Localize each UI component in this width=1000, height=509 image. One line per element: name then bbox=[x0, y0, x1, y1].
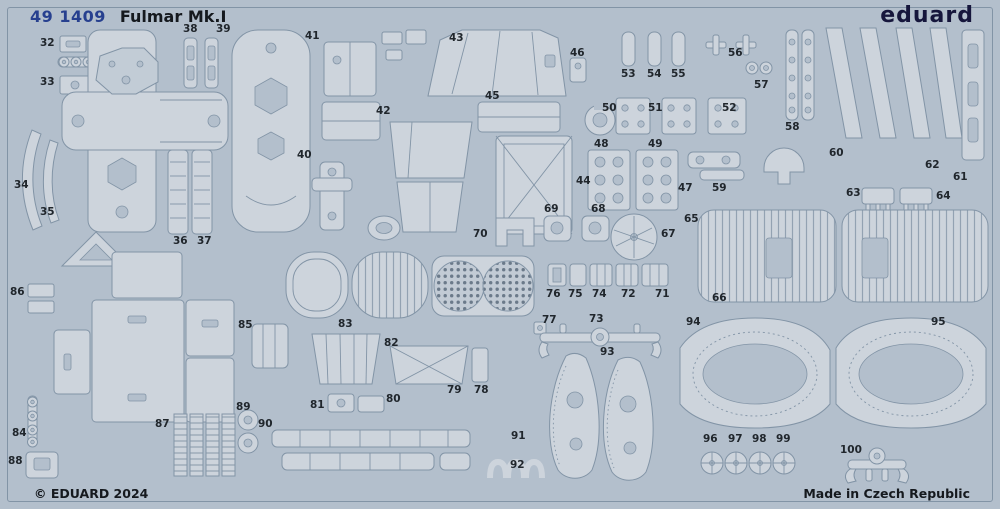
part-number-57: 57 bbox=[754, 79, 769, 91]
part-number-81: 81 bbox=[310, 399, 325, 411]
product-title: Fulmar Mk.I bbox=[119, 7, 227, 26]
part-number-78: 78 bbox=[474, 384, 489, 396]
part-number-84: 84 bbox=[12, 427, 27, 439]
part-number-76: 76 bbox=[546, 288, 561, 300]
part-number-99: 99 bbox=[776, 433, 791, 445]
part-number-97: 97 bbox=[728, 433, 743, 445]
header: 49 1409 Fulmar Mk.I bbox=[30, 7, 226, 26]
part-number-33: 33 bbox=[40, 76, 55, 88]
part-number-53: 53 bbox=[621, 68, 636, 80]
part-number-56: 56 bbox=[728, 47, 743, 59]
part-number-34: 34 bbox=[14, 179, 29, 191]
part-number-87: 87 bbox=[155, 418, 170, 430]
part-number-73: 73 bbox=[589, 313, 604, 325]
part-number-49: 49 bbox=[648, 138, 663, 150]
part-number-64: 64 bbox=[936, 190, 951, 202]
part-number-67: 67 bbox=[661, 228, 676, 240]
part-number-75: 75 bbox=[568, 288, 583, 300]
part-number-90: 90 bbox=[258, 418, 273, 430]
part-number-82: 82 bbox=[384, 337, 399, 349]
part-number-52: 52 bbox=[722, 102, 737, 114]
part-number-98: 98 bbox=[752, 433, 767, 445]
copyright-text: © EDUARD 2024 bbox=[34, 486, 149, 501]
part-number-46: 46 bbox=[570, 47, 585, 59]
part-number-61: 61 bbox=[953, 171, 968, 183]
part-number-95: 95 bbox=[931, 316, 946, 328]
part-number-58: 58 bbox=[785, 121, 800, 133]
part-number-59: 59 bbox=[712, 182, 727, 194]
part-number-55: 55 bbox=[671, 68, 686, 80]
part-number-85: 85 bbox=[238, 319, 253, 331]
part-number-88: 88 bbox=[8, 455, 23, 467]
part-number-100: 100 bbox=[840, 444, 862, 456]
catalog-number: 49 1409 bbox=[30, 7, 106, 26]
part-number-37: 37 bbox=[197, 235, 212, 247]
part-number-93: 93 bbox=[600, 346, 615, 358]
part-number-51: 51 bbox=[648, 102, 663, 114]
part-number-41: 41 bbox=[305, 30, 320, 42]
made-in-text: Made in Czech Republic bbox=[803, 486, 970, 501]
part-number-80: 80 bbox=[386, 393, 401, 405]
part-number-79: 79 bbox=[447, 384, 462, 396]
part-number-63: 63 bbox=[846, 187, 861, 199]
part-number-91: 91 bbox=[511, 430, 526, 442]
part-number-35: 35 bbox=[40, 206, 55, 218]
part-number-47: 47 bbox=[678, 182, 693, 194]
part-number-70: 70 bbox=[473, 228, 488, 240]
eduard-logo: eduard bbox=[880, 3, 974, 28]
part-number-44: 44 bbox=[576, 175, 591, 187]
part-number-62: 62 bbox=[925, 159, 940, 171]
part-number-39: 39 bbox=[216, 23, 231, 35]
part-number-36: 36 bbox=[173, 235, 188, 247]
part-number-83: 83 bbox=[338, 318, 353, 330]
part-number-68: 68 bbox=[591, 203, 606, 215]
part-number-65: 65 bbox=[684, 213, 699, 225]
part-number-54: 54 bbox=[647, 68, 662, 80]
part-number-38: 38 bbox=[183, 23, 198, 35]
part-number-74: 74 bbox=[592, 288, 607, 300]
part-number-69: 69 bbox=[544, 203, 559, 215]
part-number-32: 32 bbox=[40, 37, 55, 49]
part-number-50: 50 bbox=[602, 102, 617, 114]
part-number-60: 60 bbox=[829, 147, 844, 159]
part-number-92: 92 bbox=[510, 459, 525, 471]
part-number-77: 77 bbox=[542, 314, 557, 326]
part-number-94: 94 bbox=[686, 316, 701, 328]
part-number-86: 86 bbox=[10, 286, 25, 298]
part-number-71: 71 bbox=[655, 288, 670, 300]
part-number-45: 45 bbox=[485, 90, 500, 102]
part-number-43: 43 bbox=[449, 32, 464, 44]
part-number-96: 96 bbox=[703, 433, 718, 445]
part-number-89: 89 bbox=[236, 401, 251, 413]
part-number-48: 48 bbox=[594, 138, 609, 150]
part-number-42: 42 bbox=[376, 105, 391, 117]
part-number-72: 72 bbox=[621, 288, 636, 300]
part-number-66: 66 bbox=[712, 292, 727, 304]
part-number-40: 40 bbox=[297, 149, 312, 161]
